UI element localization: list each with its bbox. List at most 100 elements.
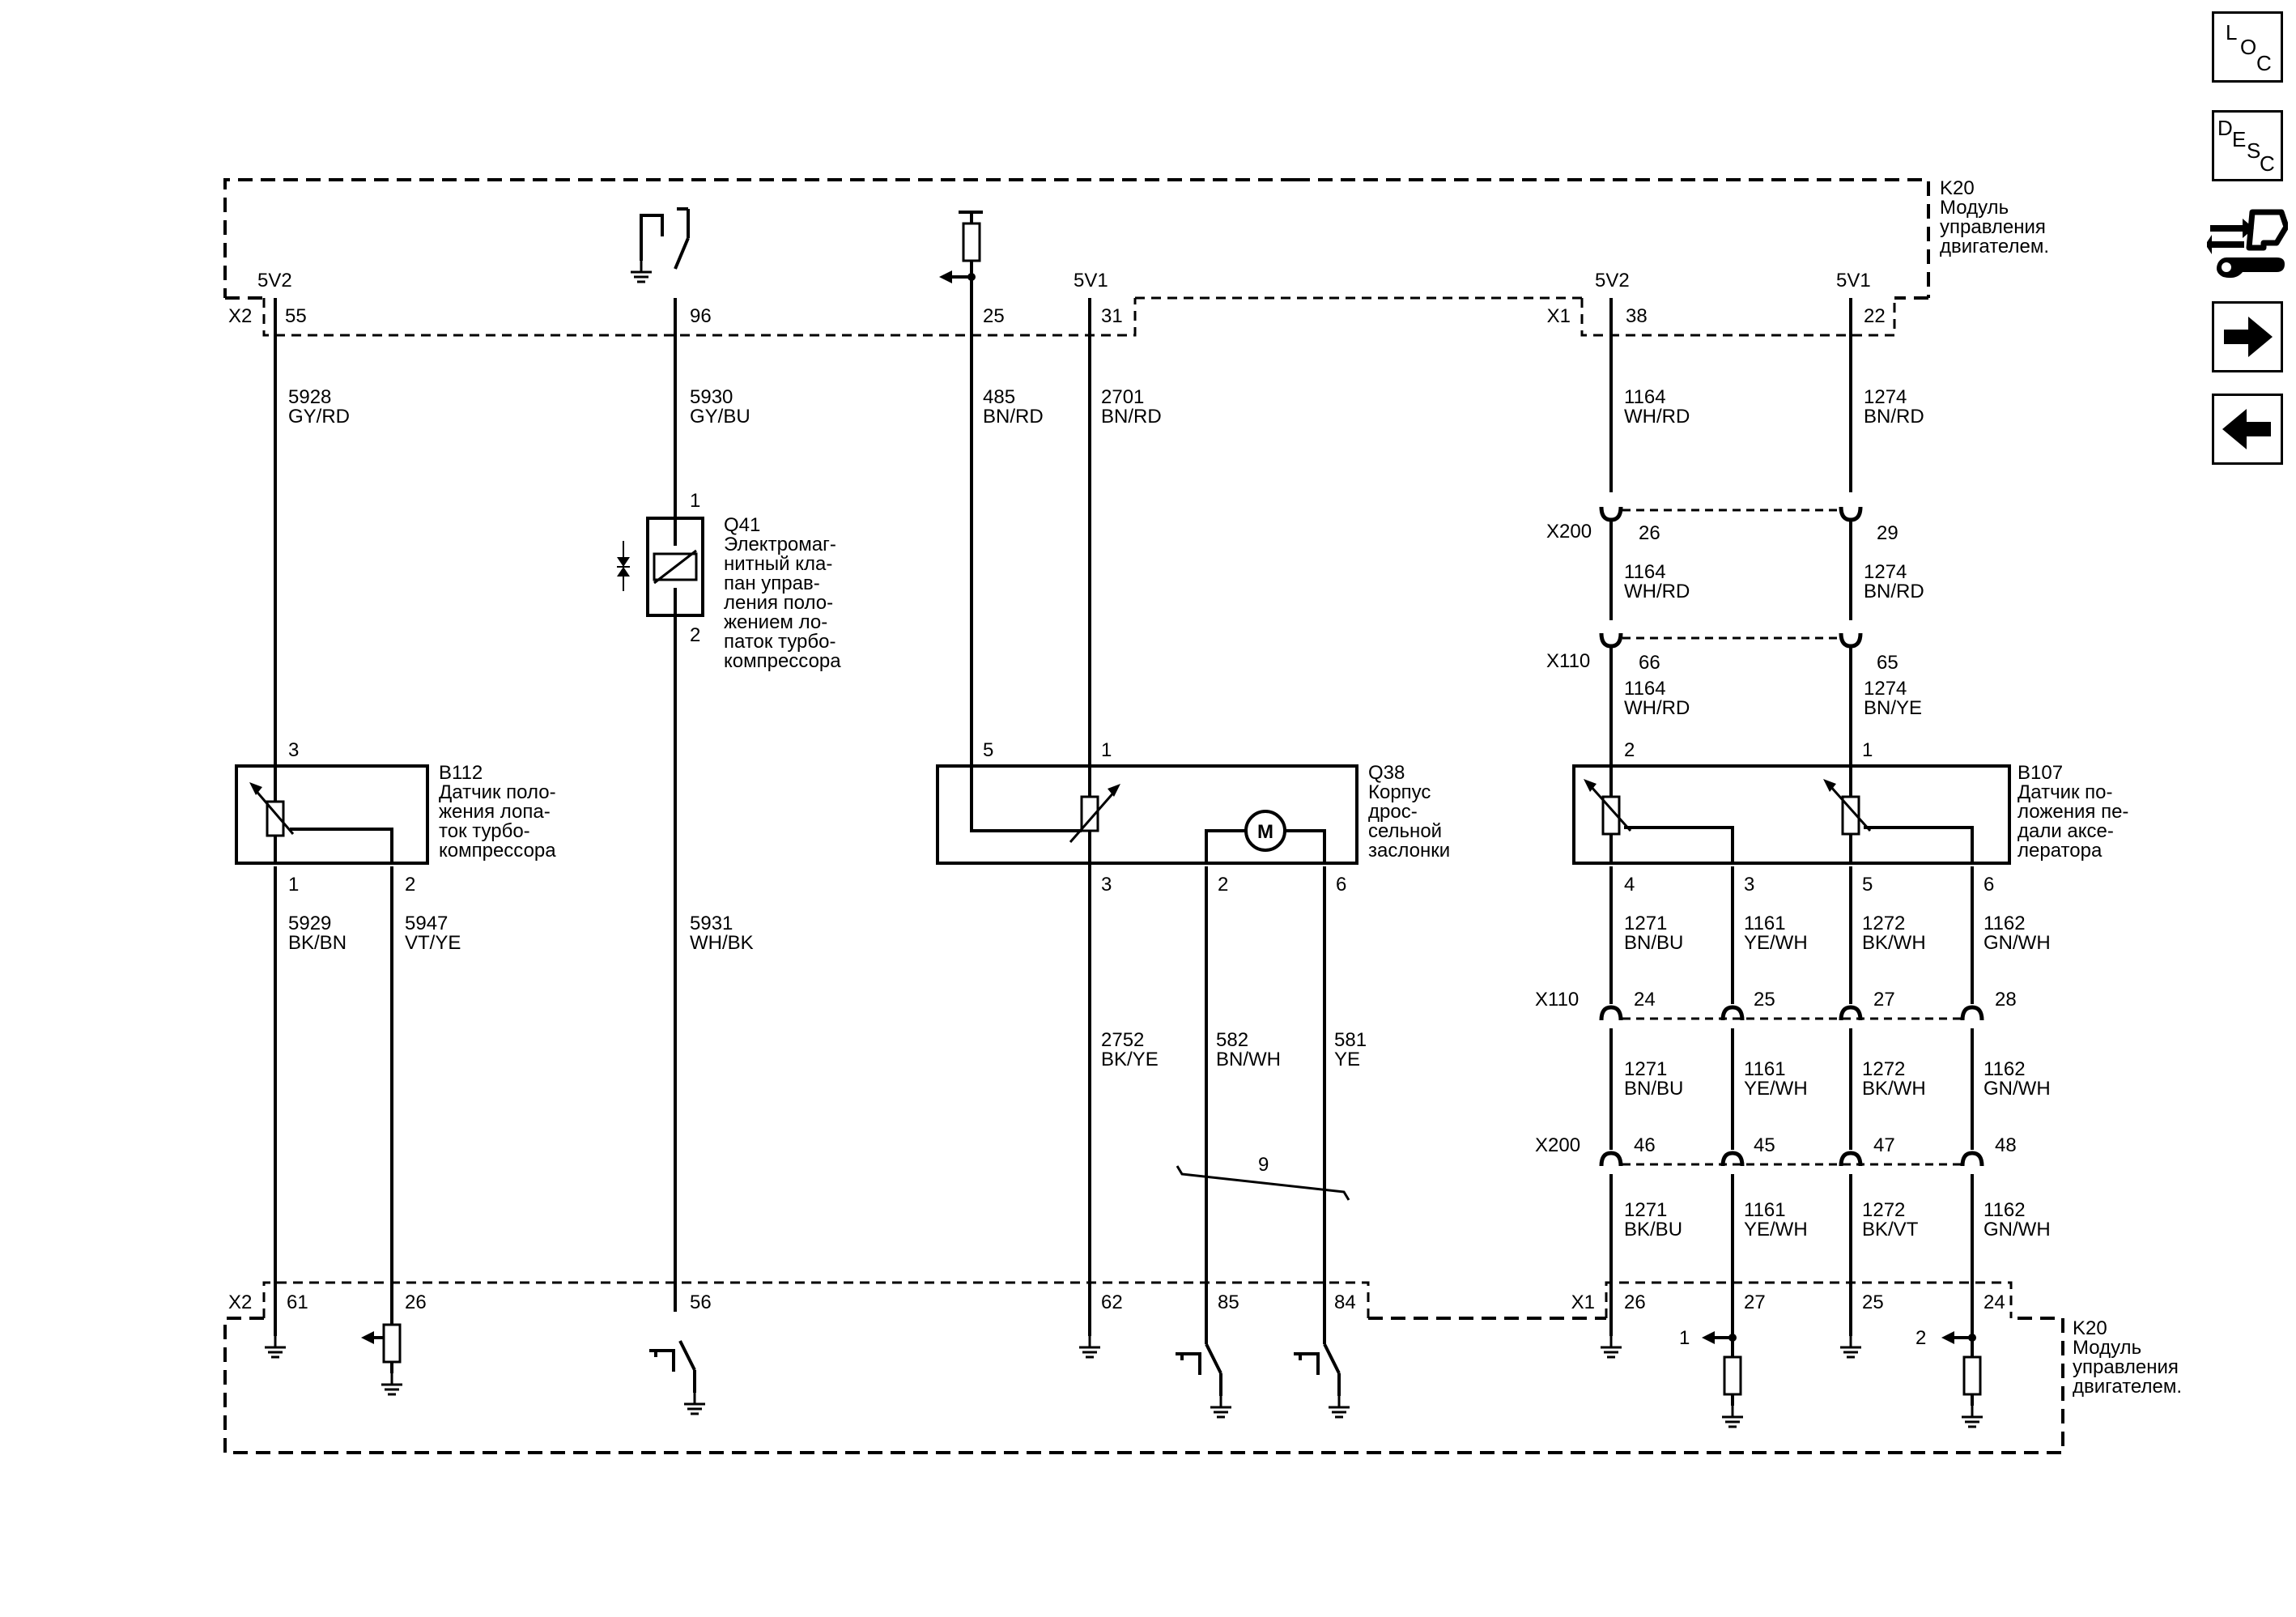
svg-text:1272: 1272 xyxy=(1862,913,1905,934)
k20-top-label: K20 Модуль управления двигателем. xyxy=(1940,177,2049,257)
svg-text:B107: B107 xyxy=(2018,762,2063,784)
svg-text:61: 61 xyxy=(287,1291,308,1313)
svg-text:1: 1 xyxy=(288,874,299,896)
svg-text:62: 62 xyxy=(1101,1291,1123,1313)
svg-text:1161: 1161 xyxy=(1744,1058,1786,1080)
svg-text:24: 24 xyxy=(1634,989,1656,1011)
svg-text:ления поло-: ления поло- xyxy=(724,592,833,614)
svg-text:сельной: сельной xyxy=(1368,820,1442,842)
svg-text:1164: 1164 xyxy=(1624,386,1666,408)
svg-text:46: 46 xyxy=(1634,1134,1656,1156)
svg-text:26: 26 xyxy=(1624,1291,1646,1313)
svg-text:WH/BK: WH/BK xyxy=(690,932,754,954)
arrow-right-icon xyxy=(2224,317,2273,357)
svg-text:3: 3 xyxy=(288,739,299,761)
svg-text:B112: B112 xyxy=(439,762,483,784)
x1-top-label: X1 xyxy=(1547,305,1571,327)
svg-text:5947: 5947 xyxy=(405,913,448,934)
next-button[interactable] xyxy=(2212,301,2283,372)
svg-text:1162: 1162 xyxy=(1983,1199,2026,1221)
svg-text:Корпус: Корпус xyxy=(1368,781,1431,803)
svg-text:E: E xyxy=(2232,127,2246,151)
svg-text:485: 485 xyxy=(983,386,1015,408)
svg-text:L: L xyxy=(2226,20,2237,45)
svg-text:1161: 1161 xyxy=(1744,1199,1786,1221)
svg-text:YE: YE xyxy=(1334,1049,1360,1070)
svg-text:BN/WH: BN/WH xyxy=(1216,1049,1281,1070)
svg-text:2: 2 xyxy=(690,624,700,646)
svg-text:двигателем.: двигателем. xyxy=(2073,1376,2182,1398)
svg-text:WH/RD: WH/RD xyxy=(1624,406,1690,428)
svg-text:3: 3 xyxy=(1744,874,1754,896)
svg-text:26: 26 xyxy=(1639,522,1660,544)
svg-text:паток турбо-: паток турбо- xyxy=(724,631,835,653)
k20-bottom-label: K20 Модуль управления двигателем. xyxy=(2073,1317,2182,1398)
svg-text:2: 2 xyxy=(1218,874,1228,896)
svg-text:GY/RD: GY/RD xyxy=(288,406,350,428)
svg-text:66: 66 xyxy=(1639,652,1660,674)
svg-text:BK/WH: BK/WH xyxy=(1862,932,1926,954)
svg-text:двигателем.: двигателем. xyxy=(1940,236,2049,257)
svg-text:BK/BN: BK/BN xyxy=(288,932,347,954)
svg-text:1272: 1272 xyxy=(1862,1058,1905,1080)
svg-text:X200: X200 xyxy=(1546,521,1592,543)
svg-text:1: 1 xyxy=(1101,739,1112,761)
desc-icon: D E S C xyxy=(2217,116,2275,176)
svg-text:1162: 1162 xyxy=(1983,913,2026,934)
svg-text:BN/RD: BN/RD xyxy=(983,406,1044,428)
svg-text:дрос-: дрос- xyxy=(1368,801,1418,823)
connector-wrench-button[interactable] xyxy=(2205,207,2290,282)
svg-text:2752: 2752 xyxy=(1101,1029,1144,1051)
svg-text:пан управ-: пан управ- xyxy=(724,572,820,594)
loc-button[interactable]: L O C xyxy=(2212,11,2283,83)
previous-button[interactable] xyxy=(2212,394,2283,465)
svg-text:581: 581 xyxy=(1334,1029,1367,1051)
svg-text:6: 6 xyxy=(1336,874,1346,896)
svg-text:26: 26 xyxy=(405,1291,427,1313)
svg-text:Модуль: Модуль xyxy=(2073,1337,2141,1359)
svg-text:5930: 5930 xyxy=(690,386,733,408)
svg-text:ложения пе-: ложения пе- xyxy=(2018,801,2128,823)
svg-text:Электромаг-: Электромаг- xyxy=(724,534,836,555)
wire-labels-mid2: 1164 WH/RD 1274 BN/YE xyxy=(1624,678,1922,719)
svg-text:2701: 2701 xyxy=(1101,386,1144,408)
svg-text:K20: K20 xyxy=(1940,177,1975,199)
svg-text:25: 25 xyxy=(1754,989,1775,1011)
svg-text:S: S xyxy=(2247,138,2260,163)
k20-bottom-internals: 1 2 xyxy=(263,1312,1983,1427)
wire-labels-mid: 1164 WH/RD 1274 BN/RD xyxy=(1624,561,1924,602)
svg-text:C: C xyxy=(2256,51,2272,75)
svg-text:1162: 1162 xyxy=(1983,1058,2026,1080)
arrow-left-icon xyxy=(2222,409,2271,449)
svg-text:X200: X200 xyxy=(1535,1134,1580,1156)
x2-bottom-label: X2 xyxy=(228,1291,252,1313)
svg-text:K20: K20 xyxy=(2073,1317,2107,1339)
x2-top-label: X2 xyxy=(228,305,252,327)
svg-text:Датчик по-: Датчик по- xyxy=(2018,781,2112,803)
svg-text:1164: 1164 xyxy=(1624,561,1666,583)
pins-bottom: 61 26 56 62 85 84 26 27 25 24 xyxy=(287,1291,2005,1313)
supply-5v1-q38: 5V1 xyxy=(1074,270,1108,291)
wire-labels-low2: 1271 BN/BU 1161 YE/WH 1272 BK/WH 1162 GN… xyxy=(1624,1058,2051,1100)
svg-text:ток турбо-: ток турбо- xyxy=(439,820,530,842)
k20-bottom-module-border xyxy=(223,1317,2064,1454)
svg-text:5: 5 xyxy=(1862,874,1873,896)
svg-text:нитный кла-: нитный кла- xyxy=(724,553,832,575)
svg-text:5931: 5931 xyxy=(690,913,733,934)
svg-text:BN/RD: BN/RD xyxy=(1864,406,1924,428)
svg-text:582: 582 xyxy=(1216,1029,1248,1051)
x200-upper-connector: X200 26 29 xyxy=(1546,507,1898,544)
supply-5v2-b112: 5V2 xyxy=(257,270,292,291)
svg-text:1274: 1274 xyxy=(1864,386,1907,408)
svg-text:6: 6 xyxy=(1983,874,1994,896)
supply-5v2-b107: 5V2 xyxy=(1595,270,1630,291)
svg-text:1272: 1272 xyxy=(1862,1199,1905,1221)
svg-text:BN/YE: BN/YE xyxy=(1864,697,1922,719)
svg-text:YE/WH: YE/WH xyxy=(1744,932,1808,954)
svg-text:YE/WH: YE/WH xyxy=(1744,1219,1808,1240)
desc-button[interactable]: D E S C xyxy=(2212,110,2283,181)
svg-text:56: 56 xyxy=(690,1291,712,1313)
svg-text:1164: 1164 xyxy=(1624,678,1666,700)
low-side-driver-symbol xyxy=(629,207,690,1312)
svg-text:5929: 5929 xyxy=(288,913,331,934)
